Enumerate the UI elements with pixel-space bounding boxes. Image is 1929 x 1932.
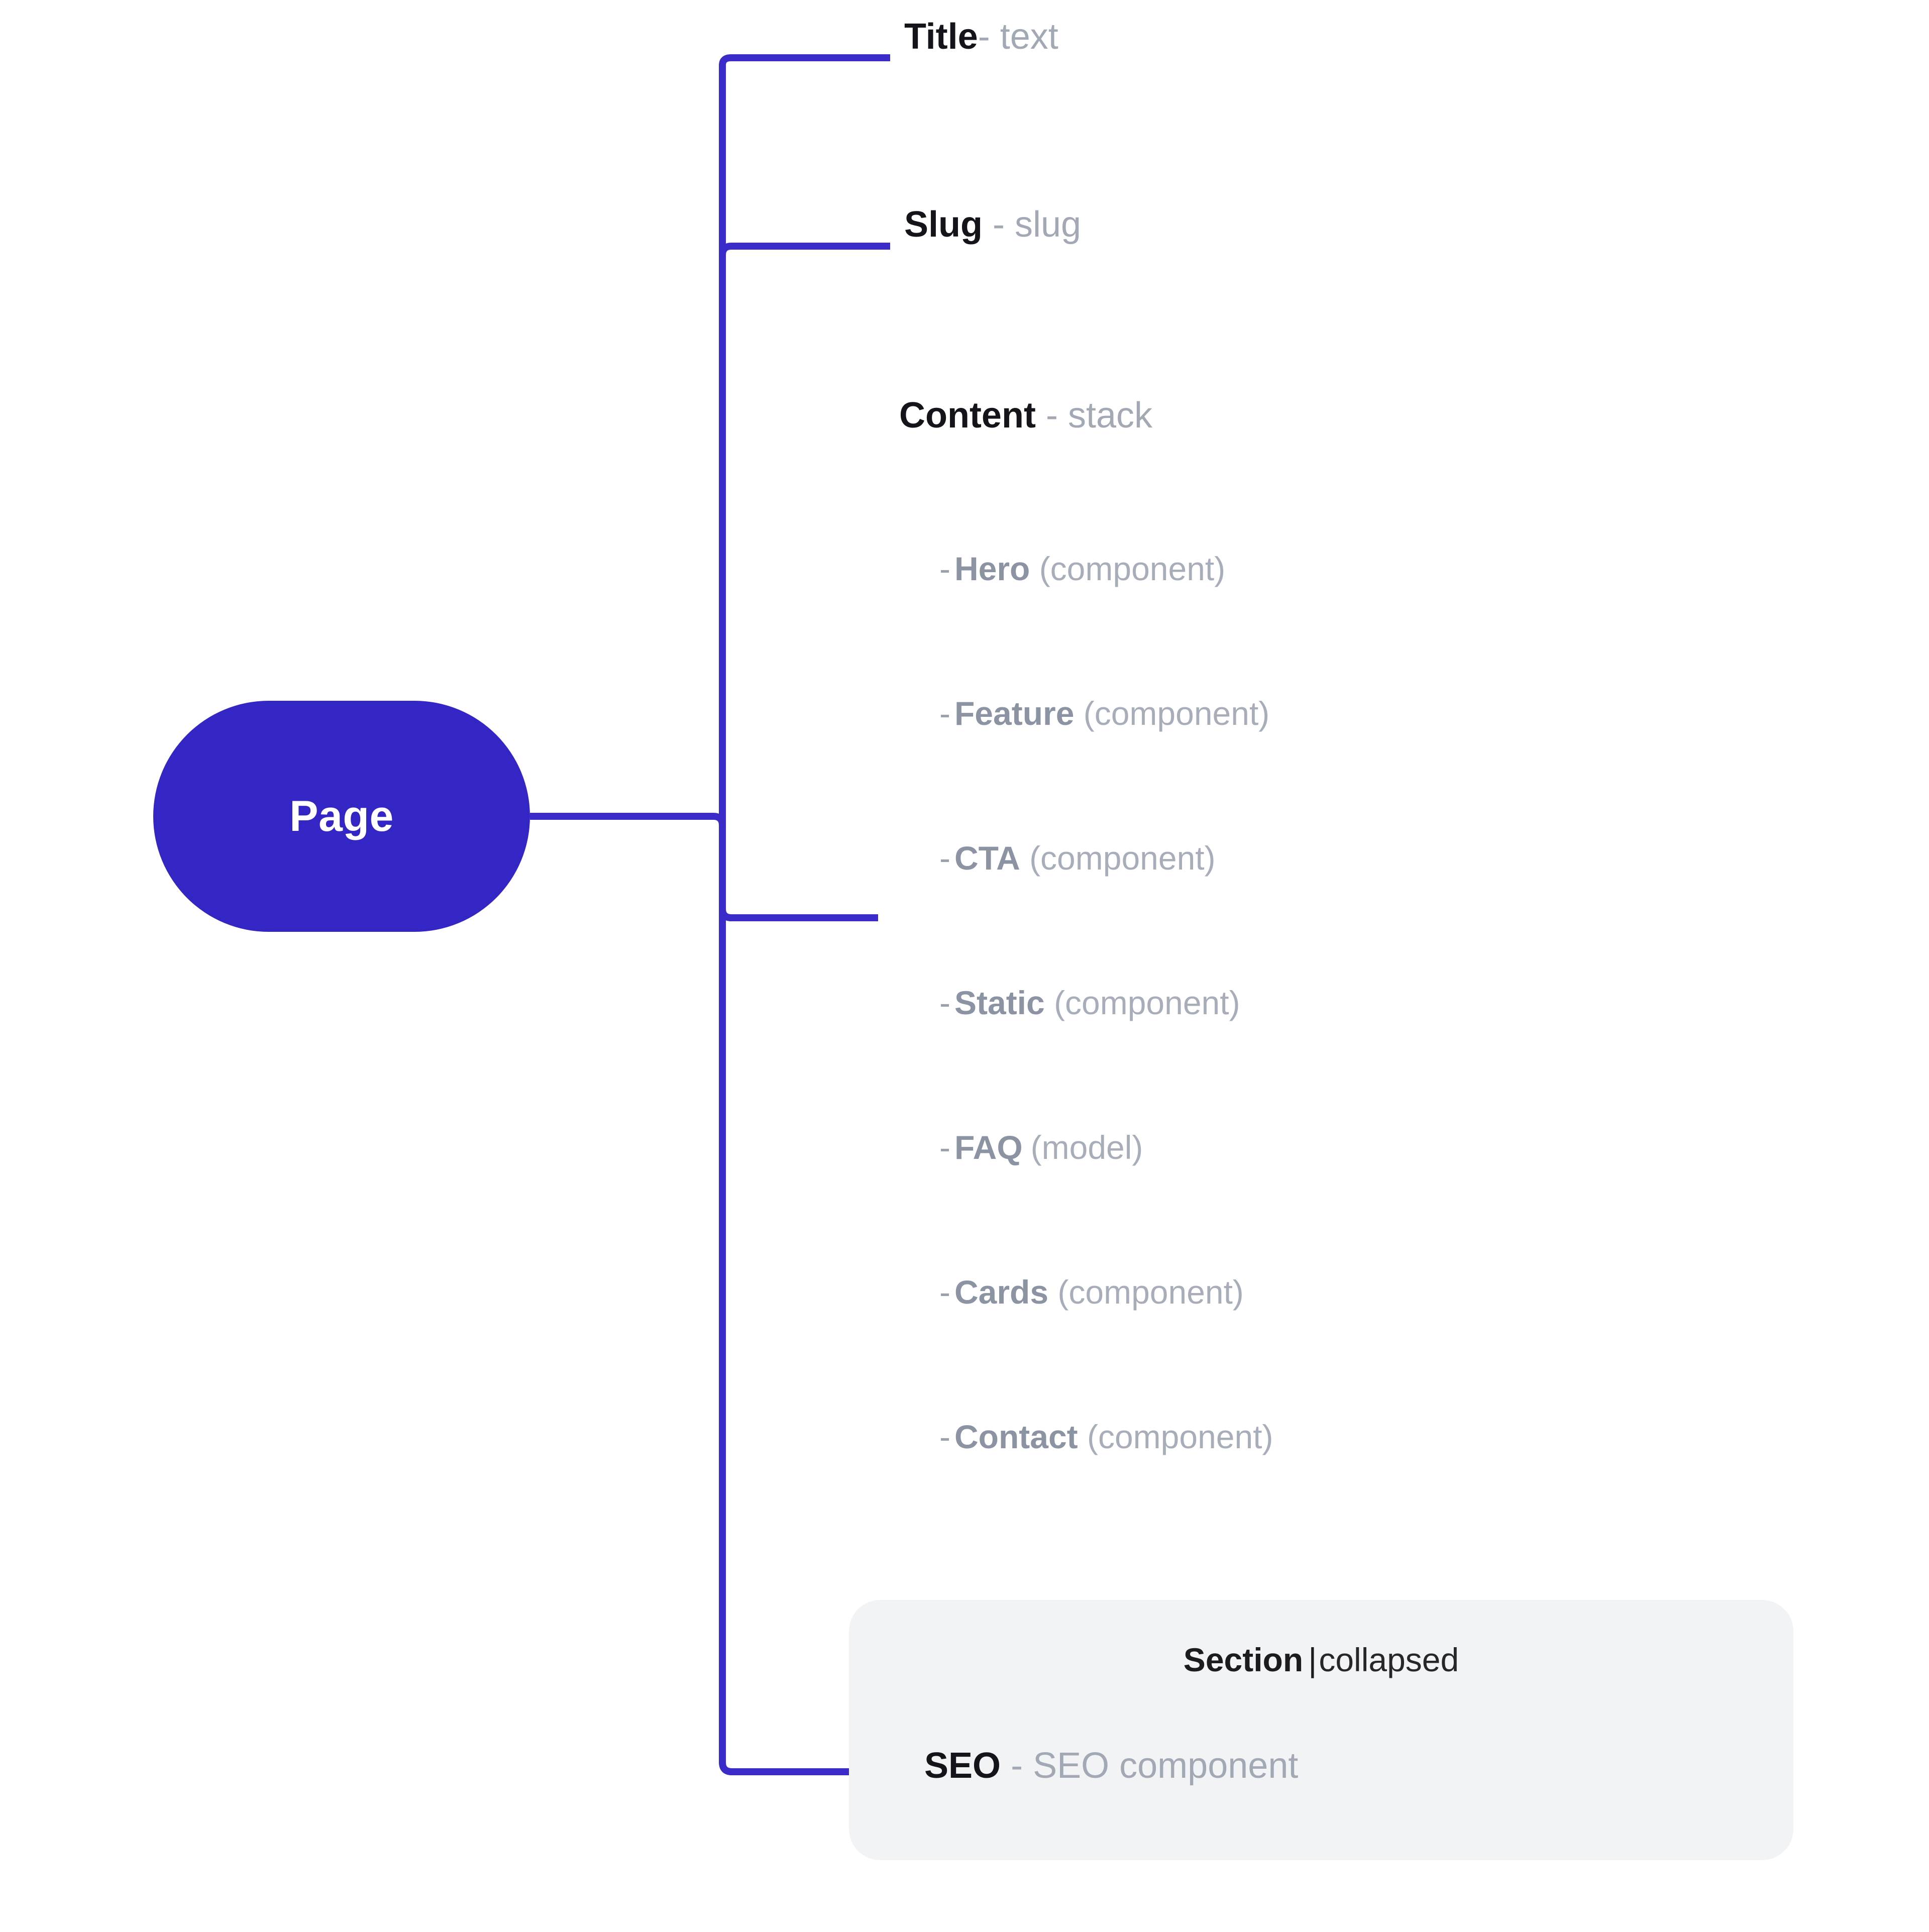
field-name-slug: Slug	[904, 204, 983, 245]
stack-name-faq: FAQ	[954, 1129, 1023, 1166]
field-type-content: stack	[1067, 395, 1152, 436]
node-page[interactable]: Page	[153, 701, 530, 932]
field-dash-title: -	[978, 17, 990, 57]
stack-name-static: Static	[954, 984, 1045, 1021]
section-panel-divider: |	[1308, 1641, 1317, 1678]
stack-item-feature[interactable]: -Feature (component)	[939, 696, 1269, 731]
field-name-content: Content	[899, 395, 1036, 436]
branch-content	[719, 908, 878, 921]
stack-item-static[interactable]: -Static (component)	[939, 984, 1240, 1021]
stack-item-cards[interactable]: -Cards (component)	[939, 1273, 1244, 1311]
stack-item-cta[interactable]: -CTA (component)	[939, 839, 1216, 877]
field-dash-slug: -	[993, 204, 1005, 245]
stack-bullet-cta: -	[939, 839, 950, 877]
field-name-title: Title	[904, 17, 978, 57]
field-row-slug[interactable]: Slug - slug	[904, 204, 1082, 245]
field-name-seo: SEO	[924, 1746, 1001, 1786]
field-type-slug: slug	[1015, 204, 1082, 245]
stack-bullet-static: -	[939, 984, 950, 1021]
stack-name-hero: Hero	[954, 550, 1030, 587]
field-type-seo: SEO component	[1033, 1746, 1299, 1786]
section-panel-state: collapsed	[1319, 1641, 1459, 1678]
branch-title	[719, 54, 890, 66]
field-type-title: text	[1000, 17, 1058, 57]
field-row-seo[interactable]: SEO - SEO component	[924, 1747, 1298, 1785]
collapsed-section-panel[interactable]	[849, 1600, 1793, 1860]
field-row-content[interactable]: Content - stack	[899, 395, 1152, 436]
field-row-title[interactable]: Title- text	[904, 18, 1058, 56]
stack-bullet-hero: -	[939, 550, 950, 587]
stack-item-faq[interactable]: -FAQ(model)	[939, 1130, 1143, 1165]
stack-name-contact: Contact	[954, 1418, 1078, 1455]
stack-name-feature: Feature	[954, 695, 1075, 732]
stack-name-cards: Cards	[954, 1273, 1049, 1311]
stack-bullet-feature: -	[939, 695, 950, 732]
stack-type-static: (component)	[1054, 984, 1240, 1021]
stack-type-faq: (model)	[1030, 1129, 1143, 1166]
stack-item-contact[interactable]: -Contact (component)	[939, 1418, 1273, 1455]
node-page-label: Page	[289, 792, 394, 840]
stack-item-hero[interactable]: -Hero (component)	[939, 550, 1226, 587]
section-panel-title: Section	[1183, 1641, 1304, 1678]
field-dash-seo: -	[1011, 1746, 1023, 1786]
stack-name-cta: CTA	[954, 839, 1020, 877]
stack-bullet-cards: -	[939, 1273, 950, 1311]
stack-bullet-contact: -	[939, 1418, 950, 1455]
branch-slug	[719, 243, 890, 256]
branch-root	[530, 813, 726, 826]
stack-type-feature: (component)	[1083, 695, 1270, 732]
field-dash-content: -	[1045, 395, 1058, 436]
stack-type-cards: (component)	[1057, 1273, 1244, 1311]
section-panel-caption: Section|collapsed	[849, 1642, 1793, 1678]
stack-type-hero: (component)	[1039, 550, 1226, 587]
stack-bullet-faq: -	[939, 1129, 950, 1166]
branch-seo	[719, 1762, 904, 1775]
stack-type-cta: (component)	[1029, 839, 1216, 877]
stack-type-contact: (component)	[1087, 1418, 1273, 1455]
